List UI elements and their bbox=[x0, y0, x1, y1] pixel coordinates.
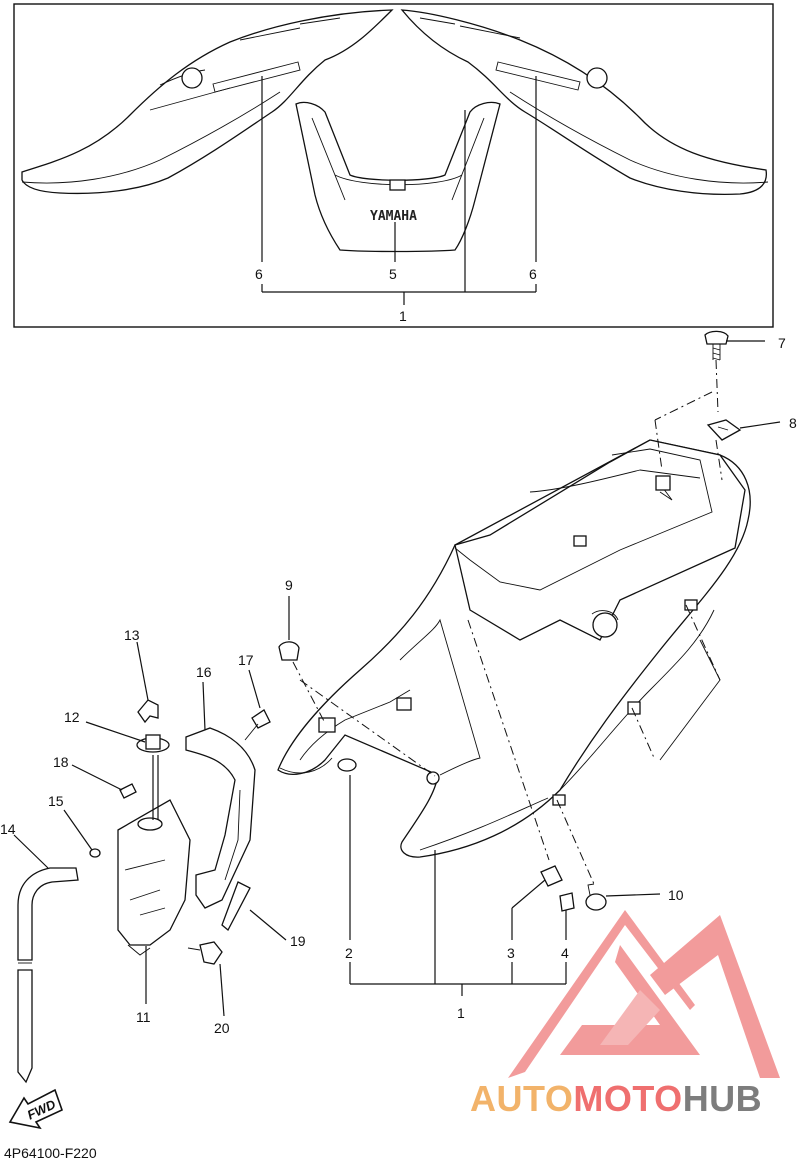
callout-14: 14 bbox=[0, 821, 16, 837]
fastener-9-bolt bbox=[278, 641, 300, 661]
watermark-part-hub: HUB bbox=[683, 1078, 763, 1119]
fastener-2-grommet bbox=[337, 758, 357, 772]
fastener-3-clip bbox=[540, 865, 563, 887]
damper-19 bbox=[221, 881, 251, 932]
inset-leaders bbox=[261, 76, 537, 305]
right-side-cowl bbox=[400, 9, 769, 195]
callout-15: 15 bbox=[48, 793, 64, 809]
callout-2: 2 bbox=[345, 945, 353, 961]
diagram-code: 4P64100-F220 bbox=[4, 1145, 97, 1161]
fastener-4-collar bbox=[559, 892, 575, 912]
reservoir-tank-11 bbox=[117, 799, 191, 956]
callout-11: 11 bbox=[136, 1009, 151, 1025]
fastener-8-nut bbox=[706, 419, 742, 441]
cowl-lettering: YAMAHA bbox=[370, 209, 417, 224]
main-leaders bbox=[288, 340, 781, 996]
bolt-20 bbox=[187, 941, 223, 965]
bracket-16 bbox=[185, 727, 256, 909]
callout-18: 18 bbox=[53, 754, 69, 770]
watermark-part-moto: MOTO bbox=[573, 1078, 682, 1119]
callout-1: 1 bbox=[457, 1005, 465, 1021]
bolt-17 bbox=[244, 709, 271, 741]
hose-14 bbox=[17, 867, 79, 1084]
fwd-arrow-icon: FWD bbox=[8, 1088, 63, 1130]
callout-inset-left-6: 6 bbox=[255, 266, 263, 282]
clip-18 bbox=[119, 783, 137, 799]
callout-9: 9 bbox=[285, 577, 293, 593]
tail-cowl-assembly bbox=[277, 439, 751, 858]
left-side-cowl bbox=[21, 9, 394, 195]
callout-inset-1: 1 bbox=[399, 308, 407, 324]
fastener-7-screw bbox=[704, 330, 729, 361]
rear-center-cowl: YAMAHA bbox=[295, 101, 501, 253]
callout-19: 19 bbox=[290, 933, 306, 949]
callout-20: 20 bbox=[214, 1020, 230, 1036]
clamp-15 bbox=[89, 848, 101, 858]
left-leaders bbox=[13, 641, 287, 1017]
callout-12: 12 bbox=[64, 709, 80, 725]
callout-3: 3 bbox=[507, 945, 515, 961]
callout-8: 8 bbox=[789, 415, 797, 431]
callout-inset-right-6: 6 bbox=[529, 266, 537, 282]
callout-16: 16 bbox=[196, 664, 212, 680]
callout-4: 4 bbox=[561, 945, 569, 961]
callout-10: 10 bbox=[668, 887, 684, 903]
callout-7: 7 bbox=[778, 335, 786, 351]
watermark-part-auto: AUTO bbox=[470, 1078, 573, 1119]
watermark-brand: AUTOMOTOHUB bbox=[470, 1078, 762, 1119]
callout-17: 17 bbox=[238, 652, 254, 668]
assembly-dash-lines bbox=[292, 359, 723, 885]
watermark-logo-icon bbox=[508, 910, 780, 1078]
fastener-10-rivet bbox=[585, 883, 607, 911]
callout-inset-5: 5 bbox=[389, 266, 397, 282]
elbow-13 bbox=[137, 699, 159, 724]
callout-13: 13 bbox=[124, 627, 140, 643]
